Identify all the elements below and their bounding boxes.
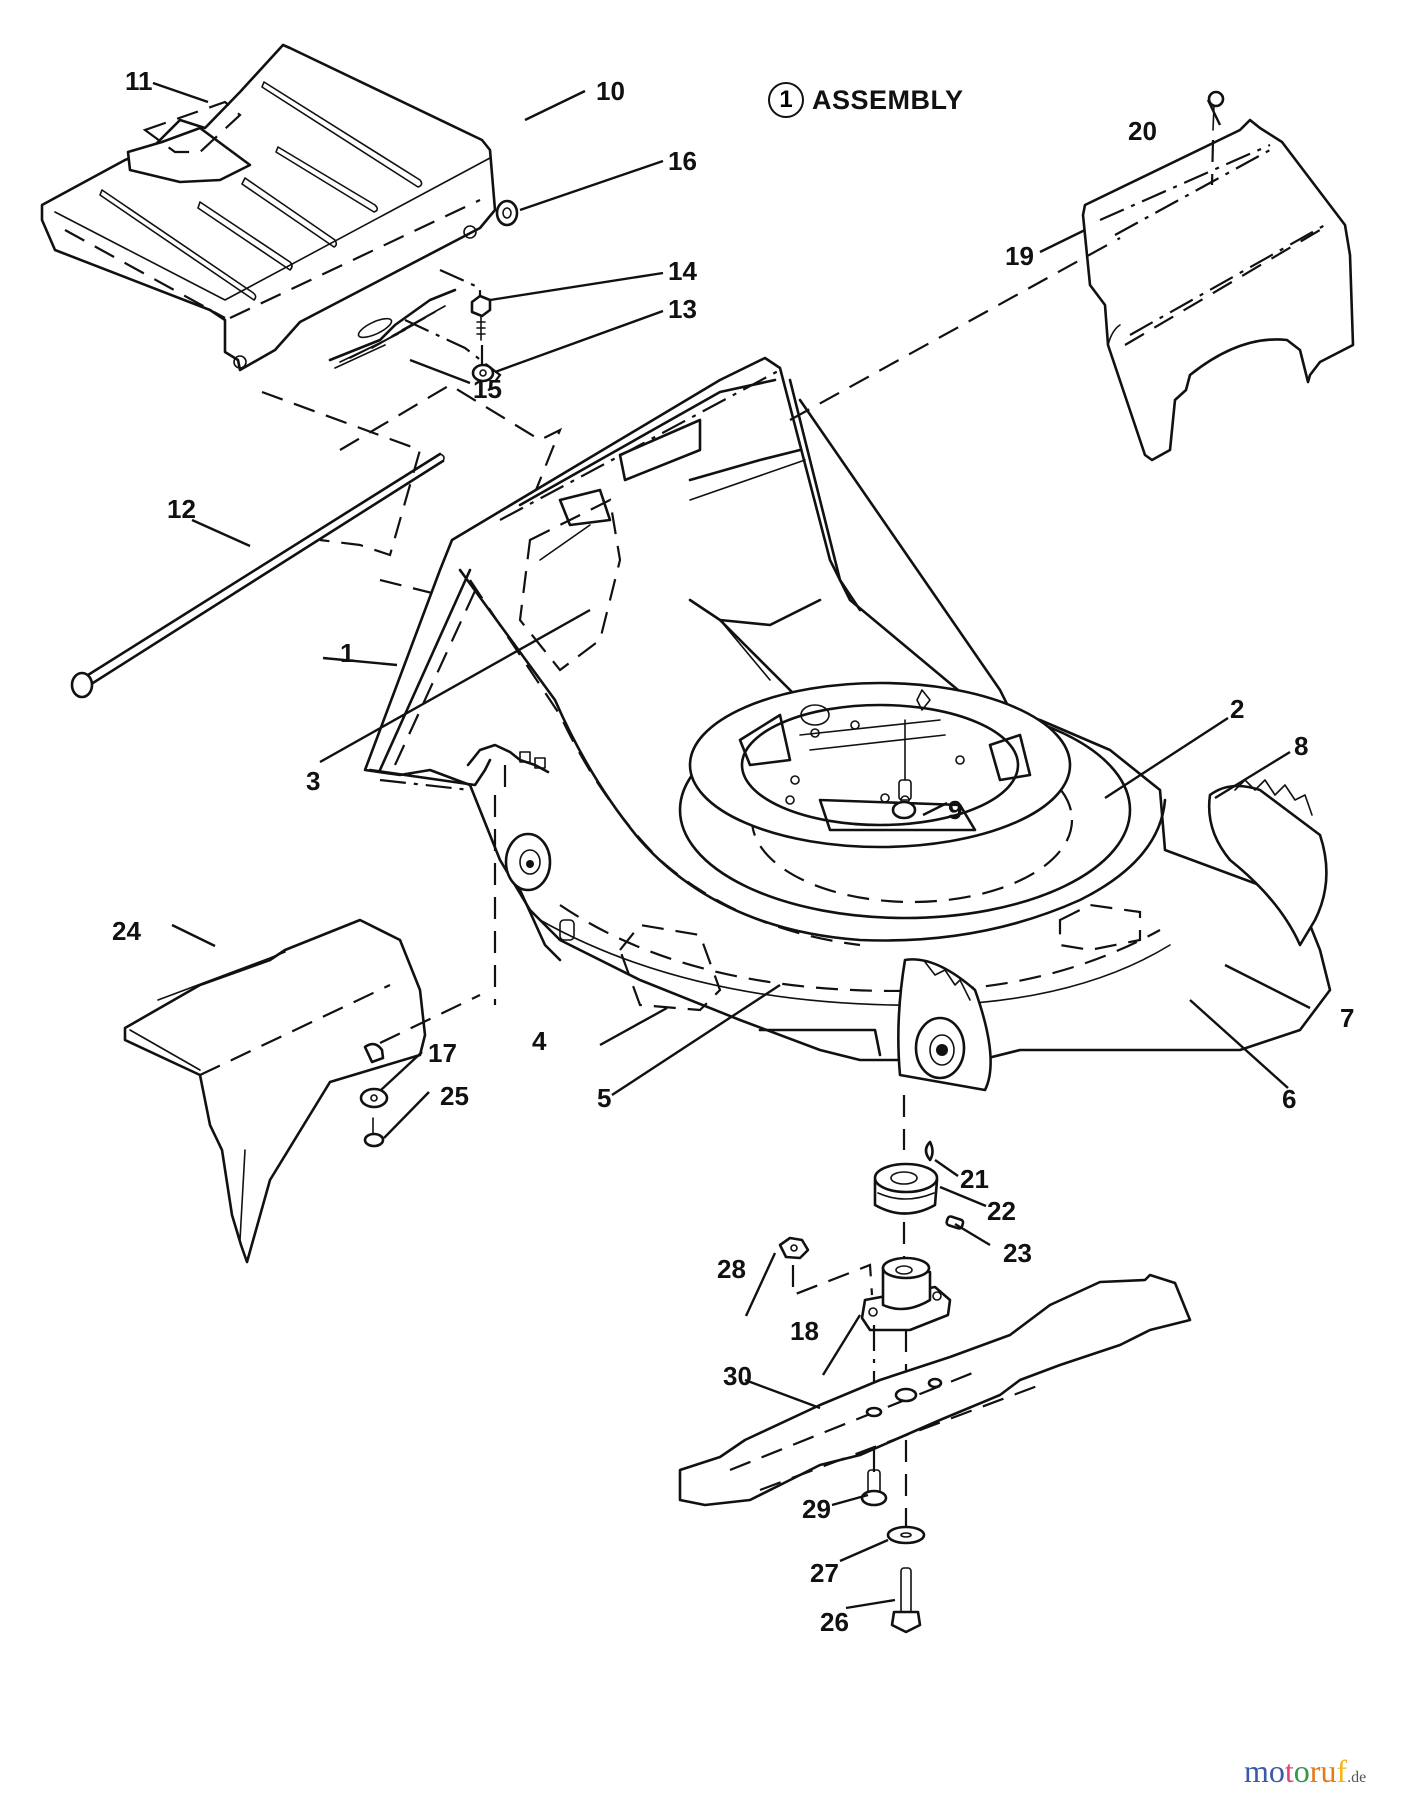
height-adjuster-front-drawing bbox=[466, 743, 550, 774]
blade-30-drawing bbox=[678, 1273, 1192, 1507]
part-label[interactable]: 26 bbox=[820, 1607, 849, 1637]
part-label[interactable]: 23 bbox=[1003, 1238, 1032, 1268]
part-label[interactable]: 10 bbox=[596, 76, 625, 106]
part-label[interactable]: 11 bbox=[125, 66, 153, 96]
push-nut-16-drawing bbox=[495, 199, 519, 227]
part-label[interactable]: 20 bbox=[1128, 116, 1157, 146]
watermark-letter: m bbox=[1244, 1753, 1269, 1789]
watermark-letter: u bbox=[1320, 1753, 1337, 1789]
screw-9-drawing bbox=[891, 719, 917, 820]
washer-27-drawing bbox=[886, 1525, 926, 1545]
part-label[interactable]: 9 bbox=[948, 795, 962, 825]
motoruf-watermark[interactable]: motoruf.de bbox=[1244, 1755, 1366, 1787]
part-label[interactable]: 29 bbox=[802, 1494, 831, 1524]
part-label[interactable]: 12 bbox=[167, 494, 196, 524]
part-label[interactable]: 7 bbox=[1340, 1003, 1354, 1033]
watermark-letter: o bbox=[1293, 1753, 1310, 1789]
watermark-letter: o bbox=[1268, 1753, 1285, 1789]
screw-25-drawing bbox=[363, 1117, 385, 1148]
nut-28-drawing bbox=[778, 1236, 810, 1260]
leader-lines bbox=[152, 81, 1311, 1610]
assembly-title: 1 ASSEMBLY bbox=[768, 82, 964, 118]
nut-13-drawing bbox=[471, 345, 495, 383]
part-label[interactable]: 2 bbox=[1230, 694, 1244, 724]
bolt-14-drawing bbox=[470, 294, 492, 341]
part-label[interactable]: 27 bbox=[810, 1558, 839, 1588]
hinge-rod-drawing bbox=[70, 452, 445, 699]
part-label[interactable]: 22 bbox=[987, 1196, 1016, 1226]
blade-adapter-18-drawing bbox=[860, 1256, 952, 1332]
deck-drawing bbox=[363, 356, 1332, 1092]
part-label[interactable]: 30 bbox=[723, 1361, 752, 1391]
part-label[interactable]: 6 bbox=[1282, 1084, 1296, 1114]
motor-mount-ring-drawing bbox=[678, 681, 1132, 920]
part-labels: 1 2 3 4 5 6 7 8 9 10 11 12 13 14 15 16 1… bbox=[112, 66, 1354, 1637]
part-label[interactable]: 18 bbox=[790, 1316, 819, 1346]
pulley-22-drawing bbox=[873, 1162, 939, 1215]
discharge-chute-drawing bbox=[123, 918, 481, 1264]
bolt-29-drawing bbox=[860, 1469, 888, 1507]
washer-17-drawing bbox=[359, 1087, 389, 1109]
part-label[interactable]: 16 bbox=[668, 146, 697, 176]
key-21-drawing bbox=[924, 1140, 934, 1162]
watermark-letter: f bbox=[1336, 1753, 1348, 1789]
front-height-adjuster-drawing bbox=[897, 958, 992, 1092]
watermark-letter: t bbox=[1284, 1753, 1294, 1789]
assembly-title-text: ASSEMBLY bbox=[812, 84, 964, 115]
engine-cover-drawing bbox=[1081, 118, 1355, 462]
assembly-number-badge: 1 bbox=[768, 82, 804, 118]
part-label[interactable]: 1 bbox=[340, 638, 354, 668]
part-label[interactable]: 14 bbox=[668, 256, 697, 286]
part-label[interactable]: 5 bbox=[597, 1083, 611, 1113]
blade-bolt-26-drawing bbox=[890, 1567, 922, 1634]
part-label[interactable]: 13 bbox=[668, 294, 697, 324]
part-label[interactable]: 24 bbox=[112, 916, 141, 946]
rear-wheel-guard-drawing bbox=[1207, 779, 1328, 947]
watermark-letter: r bbox=[1309, 1753, 1321, 1789]
part-label[interactable]: 15 bbox=[473, 374, 502, 404]
front-wheel-axle-drawing bbox=[504, 832, 575, 962]
part-label[interactable]: 28 bbox=[717, 1254, 746, 1284]
part-label[interactable]: 4 bbox=[532, 1026, 547, 1056]
part-label[interactable]: 3 bbox=[306, 766, 320, 796]
spring-drawing bbox=[328, 288, 457, 369]
part-label[interactable]: 8 bbox=[1294, 731, 1308, 761]
part-label[interactable]: 19 bbox=[1005, 241, 1034, 271]
part-label[interactable]: 25 bbox=[440, 1081, 469, 1111]
watermark-suffix: .de bbox=[1347, 1769, 1367, 1786]
part-label[interactable]: 21 bbox=[960, 1164, 989, 1194]
rear-door-drawing bbox=[40, 43, 502, 396]
part-label[interactable]: 17 bbox=[428, 1038, 457, 1068]
